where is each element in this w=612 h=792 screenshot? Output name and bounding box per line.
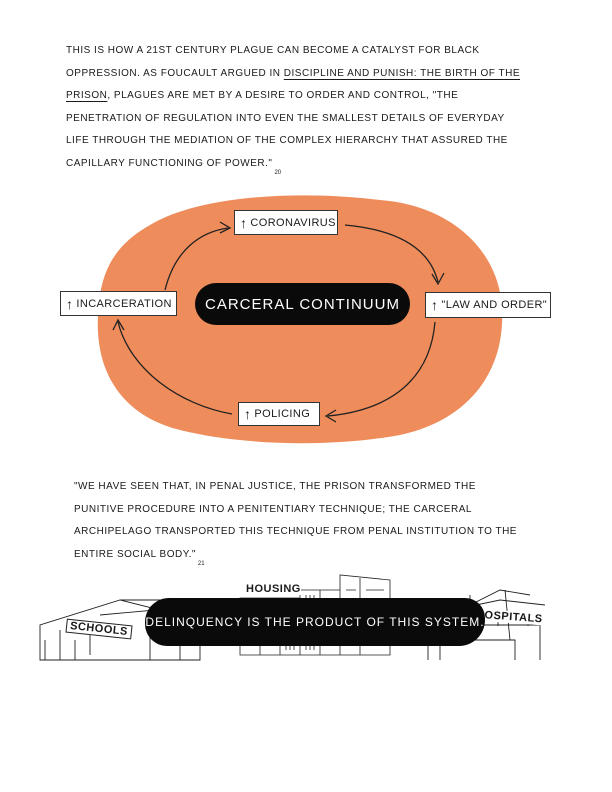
book-title: Discipline and Punish: The Birth of the (283, 67, 521, 79)
cycle-arrows (112, 221, 445, 423)
up-arrow-icon: ↑ (240, 214, 248, 231)
intro-line: life through the mediation of the comple… (66, 135, 508, 147)
arrow-right-bottom (327, 321, 436, 417)
book-title: Prison (66, 90, 108, 102)
node-law-and-order: ↑"Law and Order" (425, 292, 551, 318)
quote-line: punitive procedure into a penitentiary t… (74, 503, 472, 515)
intro-line: Prison, plagues are met by a desire to o… (66, 85, 556, 108)
intro-paragraph: This is how a 21st century plague can be… (66, 40, 556, 185)
footnote-marker: 21 (197, 560, 205, 567)
node-label: Policing (254, 408, 311, 420)
node-policing: ↑Policing (238, 402, 320, 426)
text: capillary functioning of power." (66, 157, 273, 169)
conclusion-banner: Delinquency is the product of this syste… (145, 598, 485, 646)
text: oppression. As Foucault argued in (66, 67, 284, 79)
quote-line: "We have seen that, in penal justice, th… (74, 481, 476, 492)
carceral-continuum-label: Carceral Continuum (195, 283, 410, 325)
node-incarceration: ↑Incarceration (60, 291, 177, 316)
footnote-marker: 20 (274, 169, 282, 176)
housing-label: Housing (246, 583, 301, 595)
node-label: Coronavirus (250, 216, 336, 229)
text: , plagues are met by a desire to order a… (107, 90, 459, 102)
up-arrow-icon: ↑ (431, 297, 439, 313)
quote-line: archipelago transported this technique f… (74, 526, 517, 538)
quote-paragraph: "We have seen that, in penal justice, th… (74, 476, 564, 575)
node-label: Incarceration (76, 297, 172, 310)
text: entire social body." (74, 548, 196, 560)
up-arrow-icon: ↑ (66, 295, 74, 312)
arrow-left-top (164, 227, 229, 291)
intro-line: penetration of regulation into even the … (66, 112, 505, 124)
intro-line: This is how a 21st century plague can be… (66, 45, 480, 56)
arrow-top-right (344, 224, 439, 283)
node-label: "Law and Order" (441, 299, 548, 311)
intro-line: oppression. As Foucault argued in Discip… (66, 63, 556, 86)
quote-line: entire social body."21 (74, 544, 564, 576)
intro-line: capillary functioning of power."20 (66, 153, 556, 185)
arrow-bottom-left (117, 321, 233, 415)
up-arrow-icon: ↑ (244, 406, 252, 422)
node-coronavirus: ↑Coronavirus (234, 210, 338, 235)
